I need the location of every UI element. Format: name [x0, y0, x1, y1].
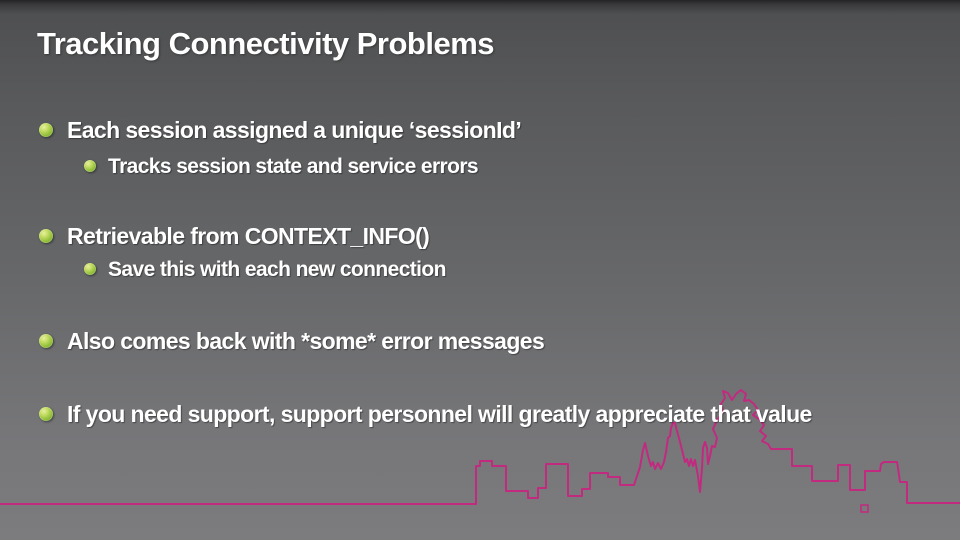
top-edge-shade — [0, 0, 960, 14]
bullet-text: Each session assigned a unique ‘sessionI… — [67, 117, 522, 143]
footer-gradient-bar — [0, 522, 960, 540]
bullet-icon — [39, 407, 53, 421]
bullet-icon — [84, 160, 96, 172]
bullet-text: Save this with each new connection — [108, 258, 446, 281]
bullet-item: Tracks session state and service errors — [0, 154, 930, 180]
bullet-item: Retrievable from CONTEXT_INFO() — [0, 222, 930, 251]
bullet-text: Also comes back with *some* error messag… — [67, 328, 545, 354]
bullet-text: If you need support, support personnel w… — [67, 401, 812, 427]
bullet-item: Also comes back with *some* error messag… — [0, 327, 930, 356]
bullet-item: Save this with each new connection — [0, 257, 930, 283]
bullet-text: Retrievable from CONTEXT_INFO() — [67, 223, 430, 249]
bullet-icon — [39, 123, 53, 137]
bullet-item: Each session assigned a unique ‘sessionI… — [0, 116, 930, 145]
bullet-icon — [39, 334, 53, 348]
bullet-icon — [39, 229, 53, 243]
bullet-icon — [84, 263, 96, 275]
bullet-text: Tracks session state and service errors — [108, 155, 479, 178]
slide-title: Tracking Connectivity Problems — [37, 26, 495, 61]
bullet-item: If you need support, support personnel w… — [0, 400, 930, 429]
